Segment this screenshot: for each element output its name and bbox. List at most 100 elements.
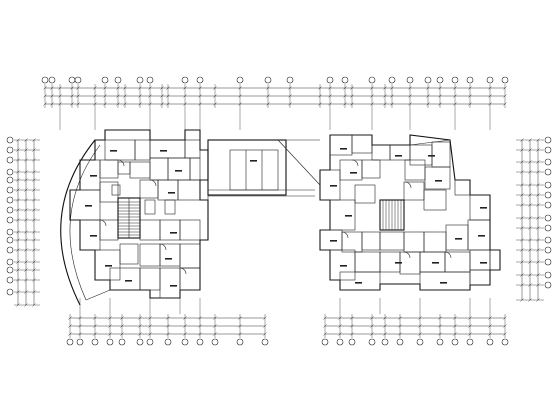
left-dimension-lines: [14, 138, 40, 307]
room: [139, 243, 161, 267]
room-label-mark: [345, 215, 352, 217]
room: [179, 243, 201, 269]
room-label-mark: [165, 258, 172, 260]
axis-bubble: [544, 258, 552, 266]
door-swing: [99, 219, 107, 227]
room: [454, 179, 471, 196]
door-swing: [149, 179, 157, 187]
room: [99, 159, 119, 179]
axis-bubble: [6, 168, 14, 176]
axis-bubble: [451, 76, 459, 84]
door-swing: [404, 181, 412, 189]
room: [341, 231, 363, 253]
axis-bubble: [6, 258, 14, 266]
axis-bubble: [6, 136, 14, 144]
axis-bubble: [136, 338, 144, 346]
axis-bubble: [66, 338, 74, 346]
room-label-mark: [160, 150, 167, 152]
room-label-mark: [175, 170, 182, 172]
axis-bubble: [181, 338, 189, 346]
axis-bubble: [466, 76, 474, 84]
room: [423, 231, 447, 253]
room: [117, 161, 131, 175]
door-swing: [444, 251, 452, 259]
axis-bubble: [6, 176, 14, 184]
door-swing: [341, 231, 349, 239]
room-label-mark: [435, 180, 442, 182]
room: [177, 179, 201, 201]
axis-bubble: [6, 156, 14, 164]
axis-bubble: [41, 76, 49, 84]
room-label-mark: [125, 280, 132, 282]
room: [149, 139, 186, 159]
room: [134, 139, 151, 161]
door-swing: [351, 159, 359, 167]
axis-bubble: [466, 338, 474, 346]
room-label-mark: [350, 172, 357, 174]
axis-bubble: [6, 216, 14, 224]
axis-bubble: [101, 76, 109, 84]
axis-bubble: [164, 338, 172, 346]
room: [111, 184, 121, 196]
right-dimension-lines: [516, 138, 544, 302]
left-tower-rooms: [69, 139, 209, 299]
axis-bubble: [396, 338, 404, 346]
room: [399, 251, 421, 275]
room-annotations: [85, 148, 487, 287]
axis-bubble: [501, 338, 509, 346]
room-label-mark: [330, 185, 337, 187]
room: [159, 243, 181, 267]
axis-bubble: [181, 76, 189, 84]
room-label-mark: [355, 282, 362, 284]
room: [424, 166, 451, 190]
axis-bubble: [146, 76, 154, 84]
room: [179, 267, 201, 291]
axis-bubble: [6, 228, 14, 236]
axis-bubble: [544, 281, 552, 289]
axis-bubble: [6, 146, 14, 154]
axis-bubble: [114, 76, 122, 84]
room-label-mark: [428, 155, 435, 157]
room: [184, 139, 201, 159]
room: [149, 157, 169, 181]
room-label-mark: [480, 207, 487, 209]
door-swing: [159, 243, 167, 251]
room: [99, 219, 119, 241]
axis-bubble: [146, 338, 154, 346]
room: [361, 231, 381, 251]
room: [431, 141, 451, 168]
axis-bubble: [76, 338, 84, 346]
room-label-mark: [395, 155, 402, 157]
axis-bubble: [544, 236, 552, 244]
axis-bubble: [74, 76, 82, 84]
axis-grid-lines: [59, 108, 491, 314]
room: [99, 181, 119, 203]
room-label-mark: [105, 265, 112, 267]
axis-bubble: [336, 338, 344, 346]
room: [371, 144, 391, 161]
axis-bubble: [451, 338, 459, 346]
room-label-mark: [432, 262, 439, 264]
room: [144, 199, 156, 215]
room-label-mark: [340, 148, 347, 150]
room: [351, 134, 373, 154]
room: [159, 219, 181, 241]
left-stair-core: [117, 197, 141, 239]
axis-bubble: [341, 76, 349, 84]
room: [354, 251, 381, 273]
axis-bubble: [416, 338, 424, 346]
axis-bubble: [544, 246, 552, 254]
right-tower: [319, 134, 501, 291]
door-swing: [117, 159, 125, 167]
axis-bubble: [321, 338, 329, 346]
room: [339, 271, 381, 291]
axis-bubble: [6, 186, 14, 194]
room: [139, 219, 161, 241]
axis-bubble: [264, 76, 272, 84]
room: [329, 199, 356, 231]
room: [445, 224, 469, 251]
axis-bubble: [544, 168, 552, 176]
axis-bubble: [544, 146, 552, 154]
room-label-mark: [170, 232, 177, 234]
